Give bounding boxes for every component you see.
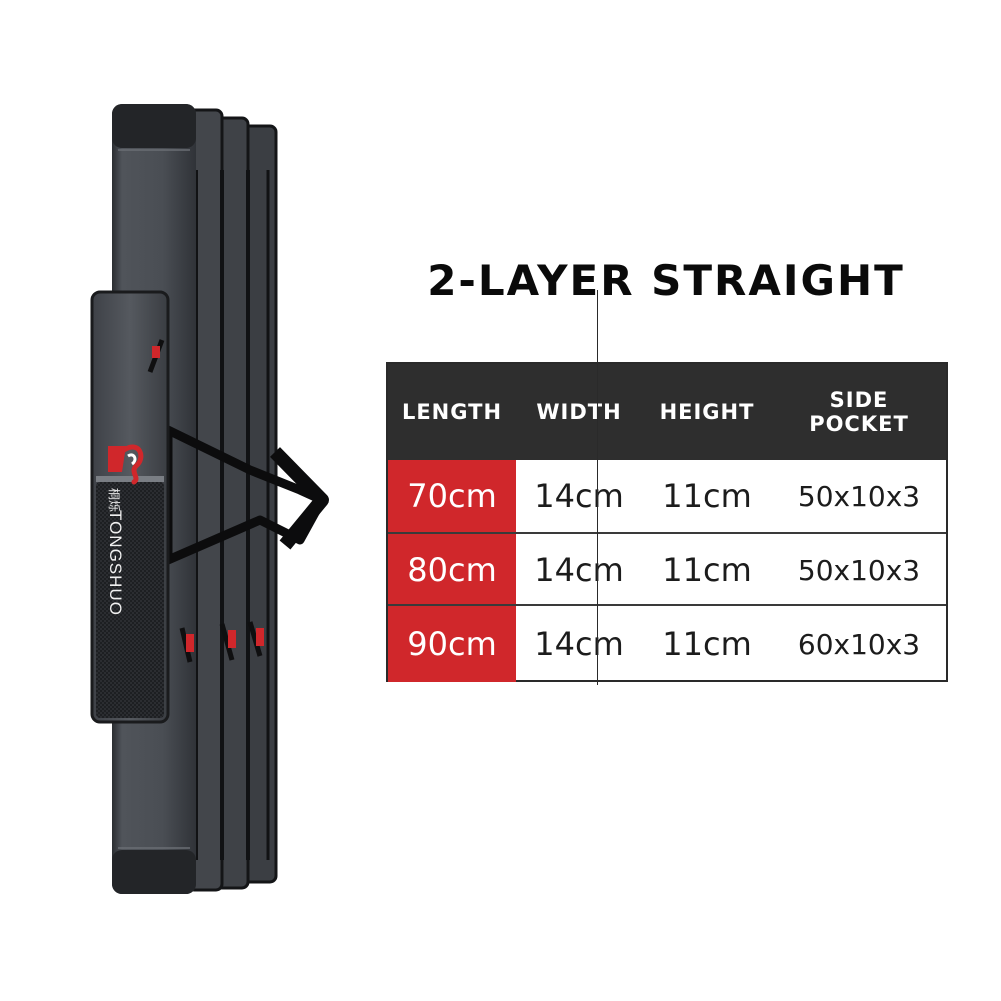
header-side-pocket: SIDE POCKET <box>784 364 934 460</box>
height-cell: 11cm <box>662 551 752 589</box>
header-height: HEIGHT <box>659 400 755 424</box>
divider-line <box>597 290 598 685</box>
width-cell: 14cm <box>534 477 624 515</box>
spec-table-header: LENGTH WIDTH HEIGHT SIDE POCKET <box>388 364 946 460</box>
brand-logo-cn: 桐烁 <box>107 488 121 512</box>
side-pocket-cell: 50x10x3 <box>797 479 921 513</box>
carry-handle <box>163 425 329 565</box>
width-cell: 14cm <box>534 551 624 589</box>
height-cell: 11cm <box>662 625 752 663</box>
header-side-line1: SIDE <box>829 388 889 412</box>
table-row: 90cm 14cm 11cm 60x10x3 <box>388 604 946 682</box>
side-pocket-cell: 50x10x3 <box>797 553 921 587</box>
fishing-rod-bag-image: 桐烁 TONGSHUO <box>90 104 329 894</box>
length-cell: 70cm <box>388 460 516 532</box>
product-title: 2-LAYER STRAIGHT <box>427 256 905 305</box>
zipper-pulls <box>147 339 264 663</box>
spec-table: LENGTH WIDTH HEIGHT SIDE POCKET 70cm 14c… <box>386 362 948 682</box>
brand-logo-text: TONGSHUO <box>106 510 125 616</box>
table-row: 80cm 14cm 11cm 50x10x3 <box>388 532 946 606</box>
bag-layers <box>186 108 278 892</box>
header-width: WIDTH <box>536 400 622 424</box>
length-cell: 80cm <box>388 534 516 606</box>
header-side-line2: POCKET <box>809 412 909 436</box>
height-cell: 11cm <box>662 477 752 515</box>
side-pocket <box>90 290 170 724</box>
header-length: LENGTH <box>401 400 503 424</box>
table-row: 70cm 14cm 11cm 50x10x3 <box>388 460 946 532</box>
width-cell: 14cm <box>534 625 624 663</box>
side-pocket-cell: 60x10x3 <box>797 627 921 661</box>
length-cell: 90cm <box>388 606 516 682</box>
brand-logo <box>108 444 144 485</box>
